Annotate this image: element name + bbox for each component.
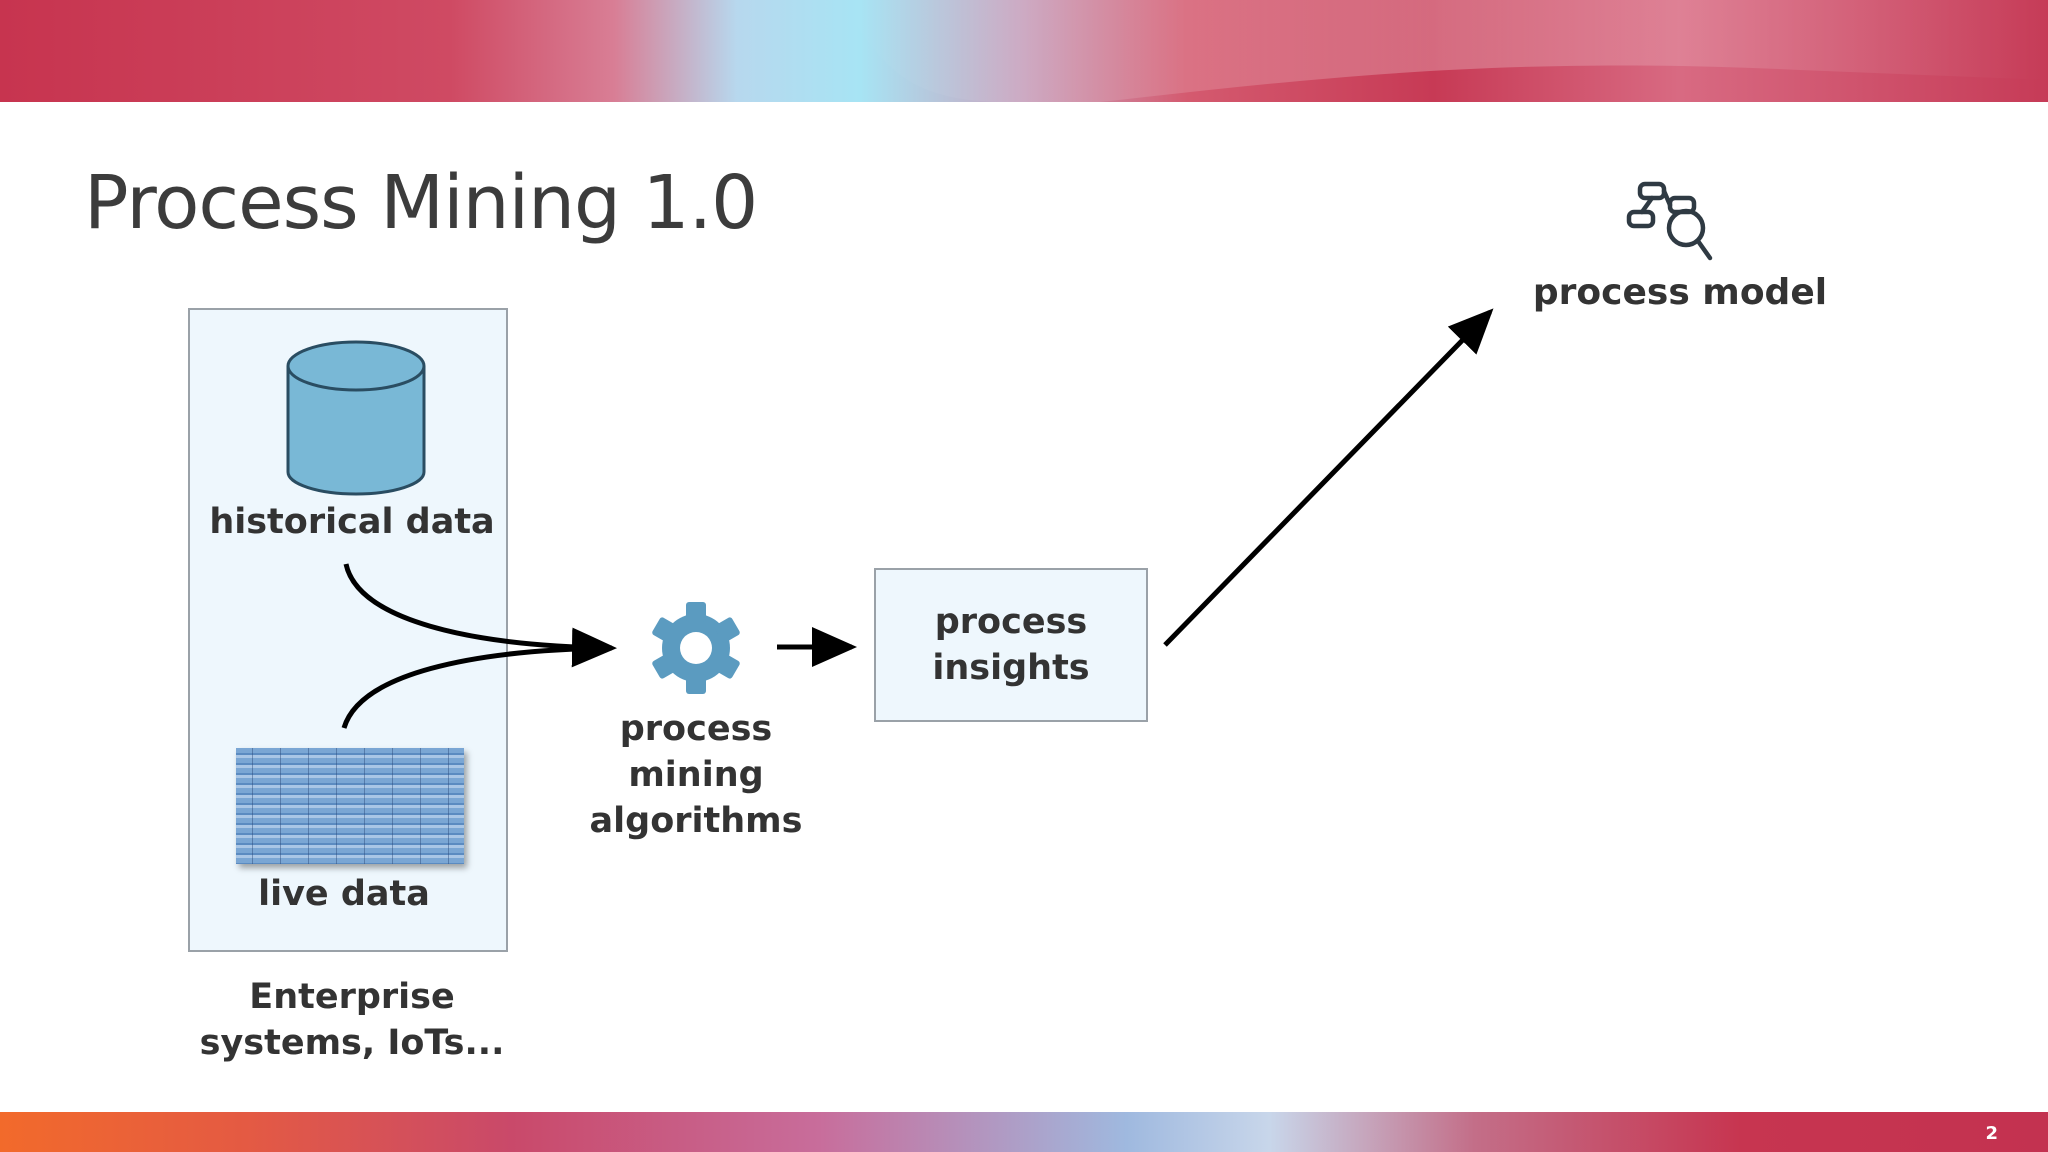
slide-title: Process Mining 1.0	[84, 160, 758, 246]
process-insights-box: process insights	[874, 568, 1148, 722]
enterprise-systems-caption: Enterprise systems, IoTs...	[150, 974, 554, 1066]
gear-icon	[652, 602, 740, 694]
database-icon	[286, 340, 426, 496]
data-table-icon	[236, 748, 464, 864]
process-mining-algorithms-text: process mining algorithms	[589, 709, 803, 841]
historical-to-algorithms-arrow	[343, 563, 617, 668]
process-insights-label: process insights	[932, 602, 1090, 688]
historical-data-label: historical data	[209, 502, 495, 542]
top-decorative-band	[0, 0, 2048, 102]
bottom-decorative-band	[0, 1112, 2048, 1152]
top-band-wave	[840, 0, 2048, 102]
enterprise-systems-text: Enterprise systems, IoTs...	[199, 977, 505, 1063]
process-mining-algorithms-label: process mining algorithms	[540, 706, 852, 844]
page-number: 2	[1985, 1123, 1998, 1144]
live-data-label: live data	[258, 874, 430, 914]
process-model-label: process model	[1532, 272, 1828, 313]
process-model-search-icon	[1626, 181, 1713, 261]
live-to-algorithms-arrow	[341, 645, 613, 729]
insights-to-model-arrow	[1163, 308, 1494, 647]
